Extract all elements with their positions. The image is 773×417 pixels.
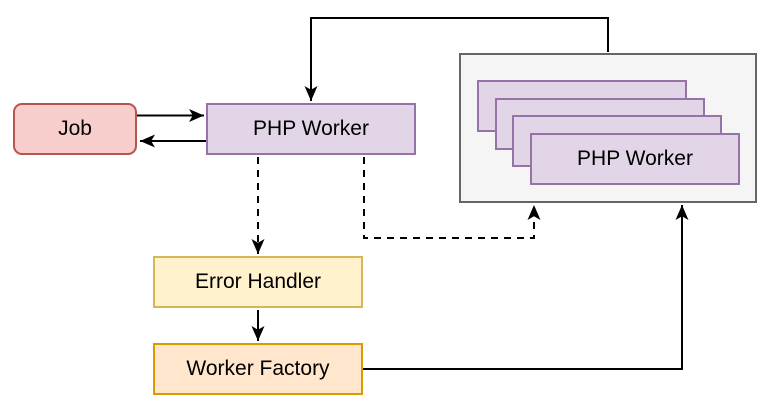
node-php-worker-label: PHP Worker bbox=[253, 117, 369, 141]
node-error-handler-label: Error Handler bbox=[194, 270, 322, 294]
node-worker-factory-label: Worker Factory bbox=[186, 357, 330, 381]
node-job: Job bbox=[13, 103, 137, 155]
node-worker-factory: Worker Factory bbox=[153, 343, 363, 395]
node-job-label: Job bbox=[58, 117, 92, 141]
pool-worker-label: PHP Worker bbox=[577, 147, 693, 170]
node-php-worker: PHP Worker bbox=[206, 103, 416, 155]
worker-pool-container: PHP Worker bbox=[459, 53, 757, 203]
edge-worker-factory-to-pool bbox=[363, 205, 689, 370]
node-error-handler: Error Handler bbox=[153, 256, 363, 308]
pool-worker-box-front: PHP Worker bbox=[530, 133, 740, 185]
